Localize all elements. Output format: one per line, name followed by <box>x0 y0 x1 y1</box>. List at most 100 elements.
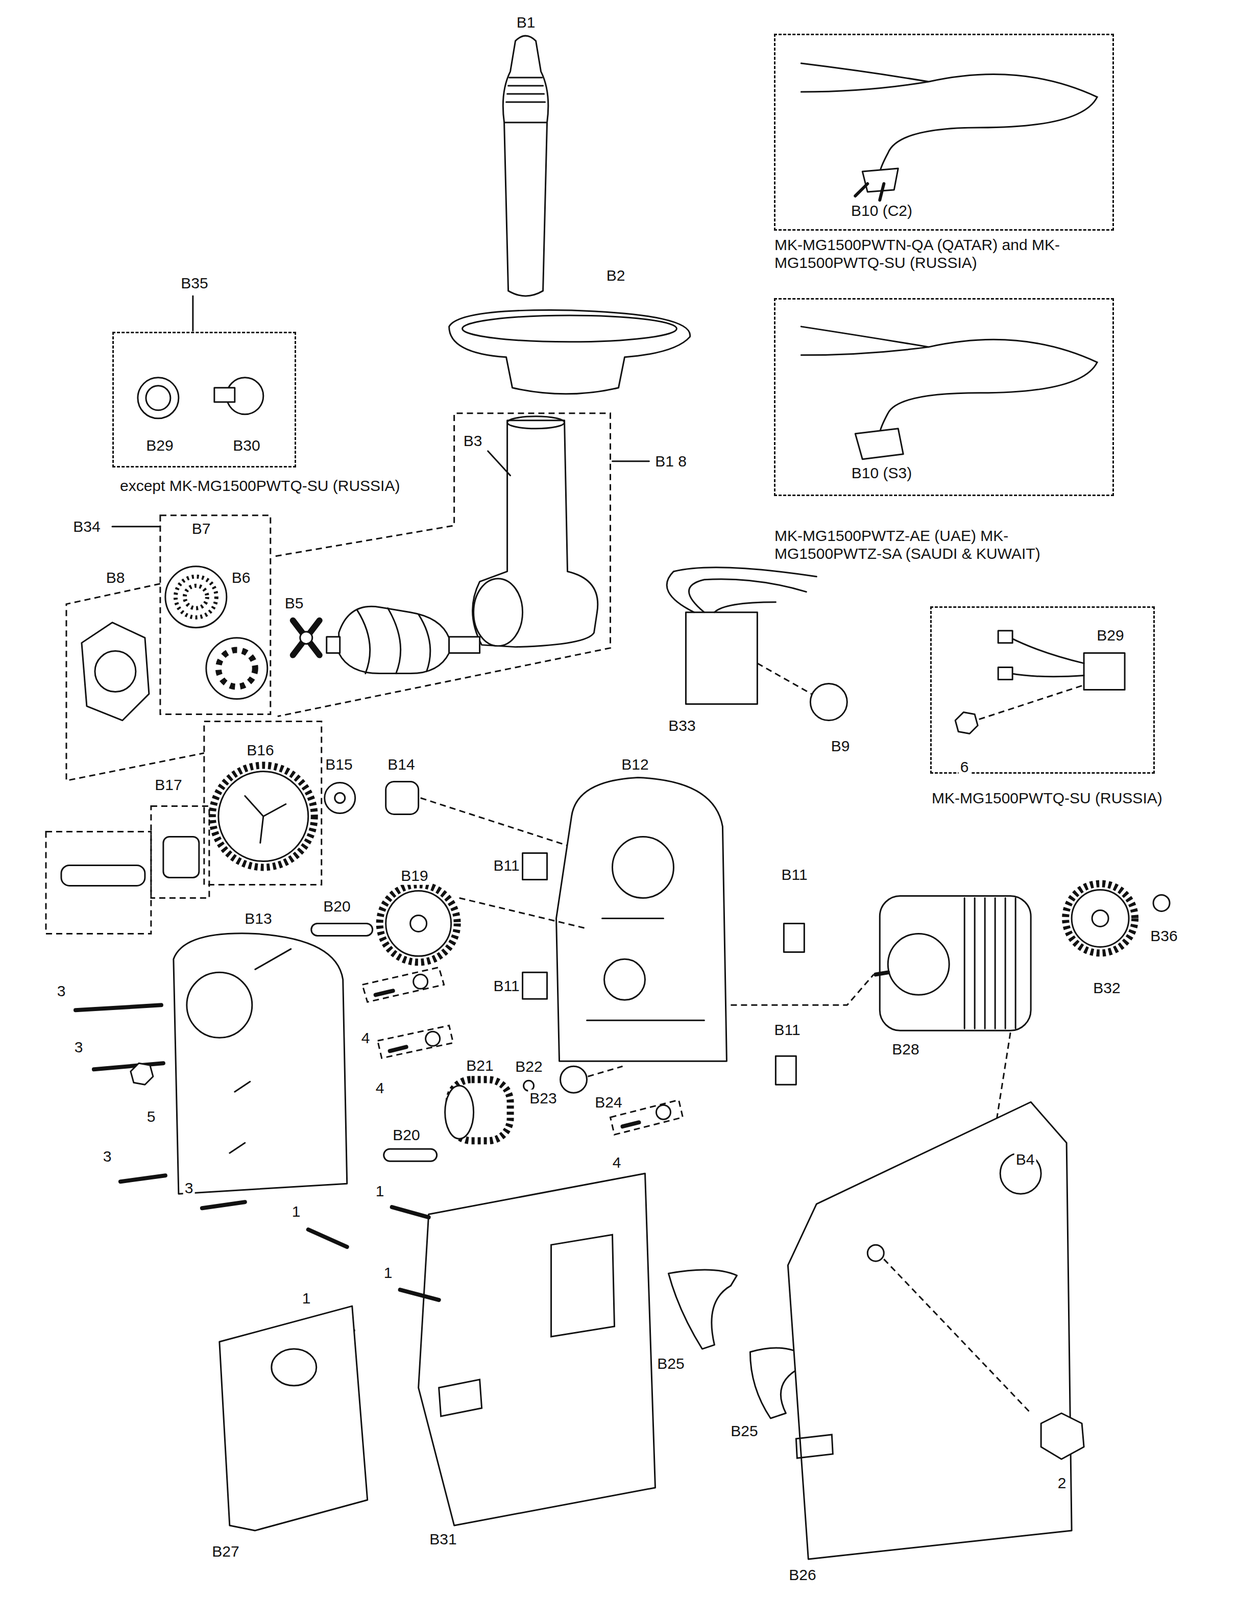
clip <box>522 972 548 1000</box>
assembly-line <box>730 974 874 1006</box>
cover-slot <box>271 1349 317 1387</box>
motor-face <box>887 933 950 996</box>
part-number: B25 <box>655 1355 686 1374</box>
screw <box>202 1202 246 1209</box>
part-number: B17 <box>153 776 184 795</box>
part-number: B7 <box>190 520 213 539</box>
screw <box>93 1063 164 1070</box>
part-number: B23 <box>527 1089 559 1108</box>
cutting-blade <box>293 620 320 656</box>
part-number: B20 <box>321 898 352 916</box>
part-number: B15 <box>323 756 354 774</box>
part-number: B11 <box>491 977 521 996</box>
body-rear <box>787 1102 1072 1560</box>
body-hole <box>867 1245 884 1262</box>
worm-shaft <box>449 637 480 654</box>
part-number: B22 <box>513 1058 544 1077</box>
assembly-line <box>459 898 588 929</box>
callout-number: 2 <box>1056 1474 1069 1493</box>
pinion-gear <box>445 1085 474 1139</box>
clip <box>522 853 548 880</box>
group-outline <box>204 721 322 886</box>
group-outline <box>66 584 205 782</box>
part-number: B11 <box>772 1021 802 1040</box>
bushing <box>163 836 200 878</box>
housing-bore <box>604 959 646 1001</box>
body-detail <box>439 1234 615 1417</box>
model-caption: MK-MG1500PWTZ-AE (UAE) MK-MG1500PWTZ-SA … <box>772 527 1113 563</box>
part-number: B33 <box>666 717 697 736</box>
housing-bore <box>612 836 674 899</box>
part-number: B1 8 <box>653 452 689 471</box>
assembly-line <box>883 1259 1031 1414</box>
part-number: B4 <box>1014 1151 1037 1170</box>
callout-number: 1 <box>300 1290 313 1308</box>
part-number: B20 <box>391 1126 422 1145</box>
part-number: B29 <box>144 437 175 455</box>
part-number: B21 <box>464 1057 495 1076</box>
plate-holes <box>184 586 208 609</box>
motor-winding <box>964 898 1016 1029</box>
dashed-group-box: B296MK-MG1500PWTQ-SU (RUSSIA) <box>930 606 1155 774</box>
part-number: B11 <box>779 866 809 885</box>
part-number: B30 <box>231 437 262 455</box>
part-number: B36 <box>1148 927 1179 946</box>
callout-number: 4 <box>611 1154 623 1173</box>
part-number: B6 <box>230 569 253 588</box>
part-number: B14 <box>385 756 417 774</box>
part-number: B24 <box>593 1094 624 1112</box>
grinder-tube <box>472 420 598 648</box>
assembly-line <box>757 663 812 695</box>
leader-line <box>488 451 511 476</box>
part-number: B5 <box>283 594 306 613</box>
leader-line <box>112 525 161 528</box>
foot <box>137 377 179 419</box>
plug <box>862 168 899 192</box>
washer <box>413 974 428 989</box>
plug <box>855 428 904 460</box>
group-outline <box>151 806 210 899</box>
body-front <box>418 1173 656 1526</box>
gear-hub <box>410 915 427 932</box>
model-caption: MK-MG1500PWTQ-SU (RUSSIA) <box>930 789 1164 808</box>
cap <box>1153 894 1170 912</box>
part-number: B10 (C2) <box>849 202 914 221</box>
part-number: B2 <box>604 267 627 285</box>
part-number: B28 <box>890 1040 921 1059</box>
part-number: B10 (S3) <box>850 464 914 483</box>
washer <box>324 783 356 814</box>
blade-hub <box>300 632 313 645</box>
model-caption: except MK-MG1500PWTQ-SU (RUSSIA) <box>118 477 402 496</box>
connector <box>998 667 1013 681</box>
part-number: B8 <box>104 569 127 588</box>
body-vent <box>795 1435 833 1459</box>
ring-nut-thread <box>94 651 136 693</box>
rubber-strip <box>668 1270 737 1350</box>
tube-mouth <box>473 578 523 647</box>
part-number: B9 <box>829 737 852 756</box>
group-outline <box>160 515 271 715</box>
part-number: B11 <box>491 857 521 876</box>
gear-housing-front <box>173 933 348 1195</box>
pin <box>383 1149 438 1162</box>
worm-spiral <box>357 608 431 674</box>
worm-stub <box>326 637 341 654</box>
dashed-group-box: B35B29B30except MK-MG1500PWTQ-SU (RUSSIA… <box>112 331 297 468</box>
knob-screw <box>1040 1413 1084 1460</box>
tube-top <box>507 416 565 429</box>
motor <box>879 895 1031 1031</box>
tray-rim <box>462 315 677 343</box>
fan-hub <box>1092 910 1109 927</box>
fan <box>1071 889 1129 948</box>
filter <box>1083 653 1125 691</box>
washer <box>425 1031 441 1047</box>
bush <box>385 782 419 815</box>
foot-inner <box>146 385 171 411</box>
leader-line <box>191 296 194 331</box>
screw <box>622 1122 639 1127</box>
power-cord <box>801 326 1098 434</box>
screw <box>75 1005 162 1011</box>
callout-number: 1 <box>290 1203 303 1222</box>
wires <box>1010 638 1084 677</box>
